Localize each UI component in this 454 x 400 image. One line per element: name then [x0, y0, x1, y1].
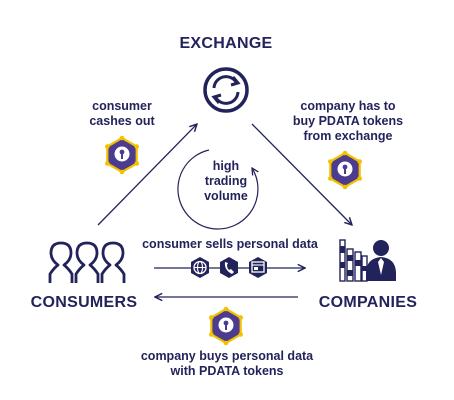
companies-title: COMPANIES	[318, 294, 418, 311]
consumer-cashes-out-label: consumer cashes out	[89, 99, 155, 128]
consumers-to-exchange-arrow	[97, 124, 197, 226]
high-trading-volume-label: high trading volume	[204, 159, 248, 203]
consumers-group-icon	[48, 241, 126, 283]
consumers-title: CONSUMERS	[30, 294, 138, 311]
exchange-title: EXCHANGE	[179, 35, 273, 52]
pdata-token-lock-icon	[207, 305, 245, 347]
globe-icon	[191, 257, 209, 278]
consumer-sells-data-label: consumer sells personal data	[142, 237, 318, 251]
company-buys-tokens-label: company has to buy PDATA tokens from exc…	[292, 99, 404, 143]
trading-cycle-arrow	[177, 149, 258, 230]
pdata-token-lock-icon	[103, 134, 141, 176]
phone-icon	[220, 257, 238, 278]
pdata-token-lock-icon	[326, 149, 364, 191]
company-buildings-icon	[339, 239, 396, 282]
exchange-to-companies-arrow	[251, 123, 352, 225]
company-buys-data-label: company buys personal data with PDATA to…	[140, 349, 314, 378]
exchange-arrows-icon	[203, 67, 249, 113]
browser-window-icon	[249, 257, 267, 278]
